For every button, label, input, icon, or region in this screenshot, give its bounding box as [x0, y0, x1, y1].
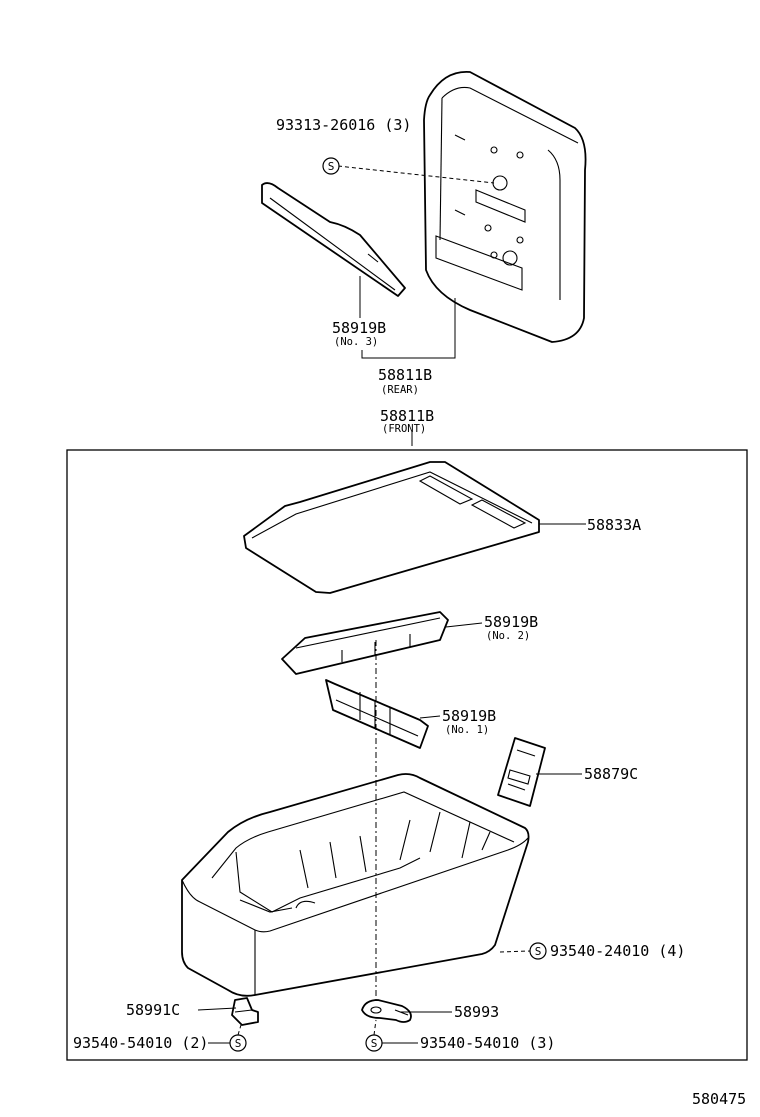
label-58919b-no3: 58919B [332, 319, 386, 337]
rear-console-cover [423, 71, 587, 343]
screw-symbol [322, 157, 340, 175]
leader-screw-right [499, 950, 531, 953]
label-58993: 58993 [454, 1003, 499, 1021]
label-screw-right: 93540-24010 (4) [550, 942, 685, 960]
label-58991c: 58991C [126, 1001, 180, 1019]
screw-symbol [529, 942, 547, 960]
label-58919b-no3-sub: (No. 3) [334, 336, 378, 348]
label-58919b-no2-sub: (No. 2) [486, 630, 530, 642]
sub-panel-no1 [325, 679, 429, 749]
front-assembly-frame [66, 449, 748, 1061]
sub-panel-no2 [281, 611, 449, 675]
leader-58991c [197, 1007, 237, 1011]
label-58919b-no2: 58919B [484, 613, 538, 631]
label-58879c: 58879C [584, 765, 638, 783]
label-58811b-front: 58811B [380, 407, 434, 425]
label-58919b-no1: 58919B [442, 707, 496, 725]
diagram-id: 580475 [692, 1090, 746, 1108]
bolt-top-leader [337, 165, 495, 184]
label-58919b-no1-sub: (No. 1) [445, 724, 489, 736]
label-58811b-front-sub: (FRONT) [382, 423, 426, 435]
label-screw-left: 93540-54010 (2) [73, 1034, 208, 1052]
leader-58811b-rear [361, 298, 456, 359]
label-screw-center: 93540-54010 (3) [420, 1034, 555, 1052]
label-bolt-top: 93313-26016 (3) [276, 116, 411, 134]
side-panel-58879c [497, 737, 546, 807]
label-58811b-rear: 58811B [378, 366, 432, 384]
label-58811b-rear-sub: (REAR) [381, 384, 419, 396]
screw-symbol-mark: S [328, 160, 335, 173]
screw-symbol-mark: S [371, 1037, 378, 1050]
clip-58991c [231, 997, 259, 1026]
leader-58919b-no2 [445, 622, 483, 628]
leader-58919b-no1 [419, 715, 441, 719]
screw-symbol-mark: S [535, 945, 542, 958]
screw-left-link [237, 1024, 242, 1036]
lock-58993 [361, 999, 412, 1023]
screw-center-link [373, 1019, 377, 1036]
console-lid [243, 461, 540, 594]
label-58833a: 58833A [587, 516, 641, 534]
sub-panel-no3 [261, 182, 406, 297]
screw-symbol-mark: S [235, 1037, 242, 1050]
console-box [181, 773, 530, 997]
